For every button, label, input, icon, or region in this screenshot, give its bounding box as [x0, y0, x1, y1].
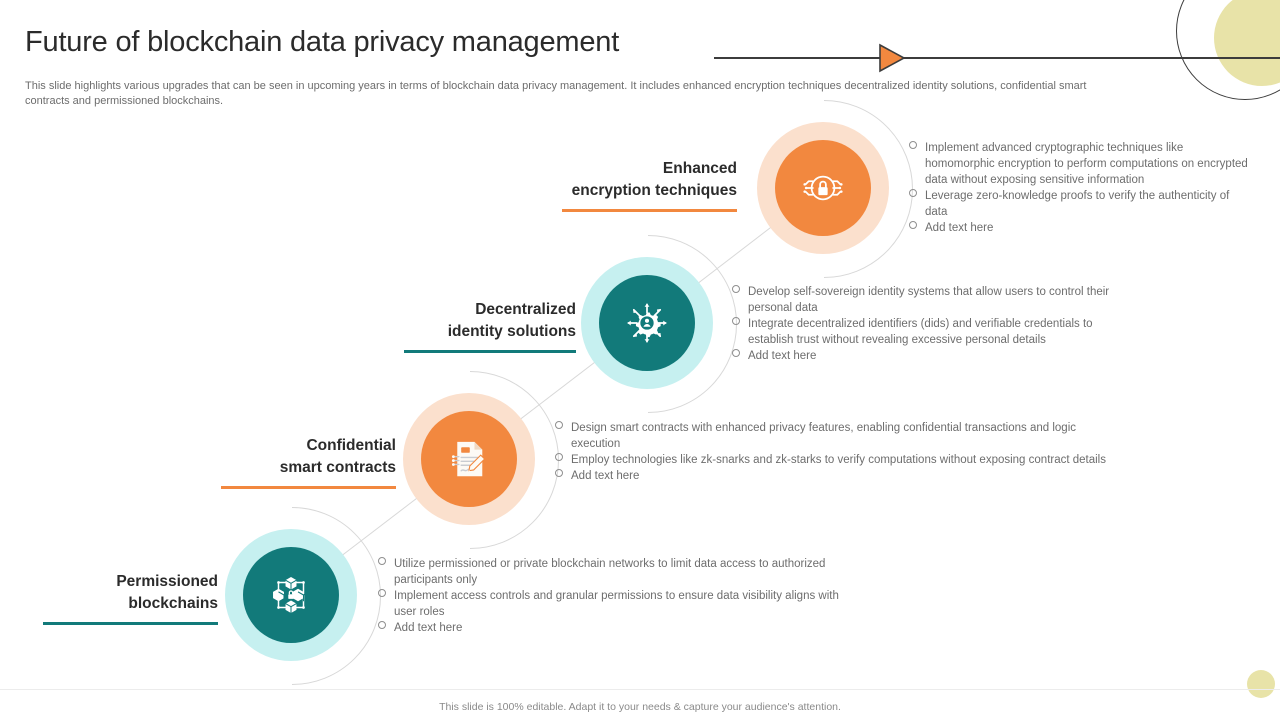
step-label-line2: encryption techniques: [571, 182, 737, 199]
bullet-item: Add text here: [905, 220, 1250, 236]
step-icon-node[interactable]: [775, 140, 871, 236]
bullet-text: Develop self-sovereign identity systems …: [748, 286, 1110, 314]
step-label-underline: [43, 622, 218, 625]
step-icon-node[interactable]: [599, 275, 695, 371]
footer-divider: [0, 689, 1280, 690]
step-label-underline: [221, 486, 396, 489]
arrow-right-icon: [878, 43, 906, 73]
bullet-item: Add text here: [374, 620, 854, 636]
step-label-line1: Enhanced: [662, 160, 737, 177]
bullet-item: Employ technologies like zk-snarks and z…: [551, 452, 1107, 468]
page-title: Future of blockchain data privacy manage…: [25, 26, 620, 58]
bullet-marker-icon: [732, 349, 740, 357]
step-label-line2: smart contracts: [279, 459, 396, 476]
step-bullet-list: Design smart contracts with enhanced pri…: [551, 420, 1107, 484]
bullet-text: Add text here: [748, 350, 817, 362]
bullet-text: Implement advanced cryptographic techniq…: [925, 142, 1248, 186]
page-subtitle: This slide highlights various upgrades t…: [25, 80, 1087, 107]
bullet-marker-icon: [378, 589, 386, 597]
step-icon-node[interactable]: [421, 411, 517, 507]
footer-note: This slide is 100% editable. Adapt it to…: [439, 701, 841, 713]
step-label-line2: identity solutions: [447, 323, 576, 340]
bullet-text: Integrate decentralized identifiers (did…: [748, 318, 1093, 346]
bullet-item: Implement advanced cryptographic techniq…: [905, 140, 1250, 188]
bullet-marker-icon: [555, 421, 563, 429]
step-bullet-list: Develop self-sovereign identity systems …: [728, 284, 1138, 364]
step-label: Confidential smart contracts: [36, 435, 396, 489]
bullet-item: Leverage zero-knowledge proofs to verify…: [905, 188, 1250, 220]
title-rule: [714, 57, 1280, 59]
bullet-marker-icon: [555, 453, 563, 461]
step-icon-node[interactable]: [243, 547, 339, 643]
bullet-item: Design smart contracts with enhanced pri…: [551, 420, 1107, 452]
step-bullet-list: Utilize permissioned or private blockcha…: [374, 556, 854, 636]
step-label: Decentralized identity solutions: [216, 299, 576, 353]
decorative-yellow-dot: [1247, 670, 1275, 698]
step-label-underline: [404, 350, 576, 353]
step-label-underline: [562, 209, 737, 212]
step-label: Enhanced encryption techniques: [377, 158, 737, 212]
lock-circuit-icon: [796, 161, 850, 215]
bullet-marker-icon: [909, 221, 917, 229]
bullet-text: Implement access controls and granular p…: [394, 590, 839, 618]
bullet-item: Add text here: [728, 348, 1138, 364]
bullet-item: Add text here: [551, 468, 1107, 484]
bullet-marker-icon: [732, 317, 740, 325]
bullet-text: Add text here: [394, 622, 463, 634]
permissioned-network-lock-icon: [266, 570, 316, 620]
bullet-text: Add text here: [571, 470, 640, 482]
bullet-marker-icon: [732, 285, 740, 293]
bullet-marker-icon: [555, 469, 563, 477]
bullet-marker-icon: [378, 557, 386, 565]
step-label-line2: blockchains: [128, 595, 218, 612]
step-label-line1: Permissioned: [116, 573, 218, 590]
step-bullet-list: Implement advanced cryptographic techniq…: [905, 140, 1250, 236]
bullet-item: Develop self-sovereign identity systems …: [728, 284, 1138, 316]
bullet-text: Leverage zero-knowledge proofs to verify…: [925, 190, 1230, 218]
step-label: Permissioned blockchains: [0, 571, 218, 625]
step-label-line1: Confidential: [306, 437, 396, 454]
bullet-text: Utilize permissioned or private blockcha…: [394, 558, 826, 586]
decentralized-identity-icon: [621, 297, 673, 349]
bullet-item: Utilize permissioned or private blockcha…: [374, 556, 854, 588]
bullet-marker-icon: [909, 189, 917, 197]
bullet-marker-icon: [909, 141, 917, 149]
bullet-item: Integrate decentralized identifiers (did…: [728, 316, 1138, 348]
bullet-item: Implement access controls and granular p…: [374, 588, 854, 620]
bullet-text: Employ technologies like zk-snarks and z…: [571, 454, 1106, 466]
bullet-text: Add text here: [925, 222, 994, 234]
bullet-text: Design smart contracts with enhanced pri…: [571, 422, 1077, 450]
step-label-line1: Decentralized: [475, 301, 576, 318]
contract-document-pen-icon: [444, 434, 494, 484]
bullet-marker-icon: [378, 621, 386, 629]
